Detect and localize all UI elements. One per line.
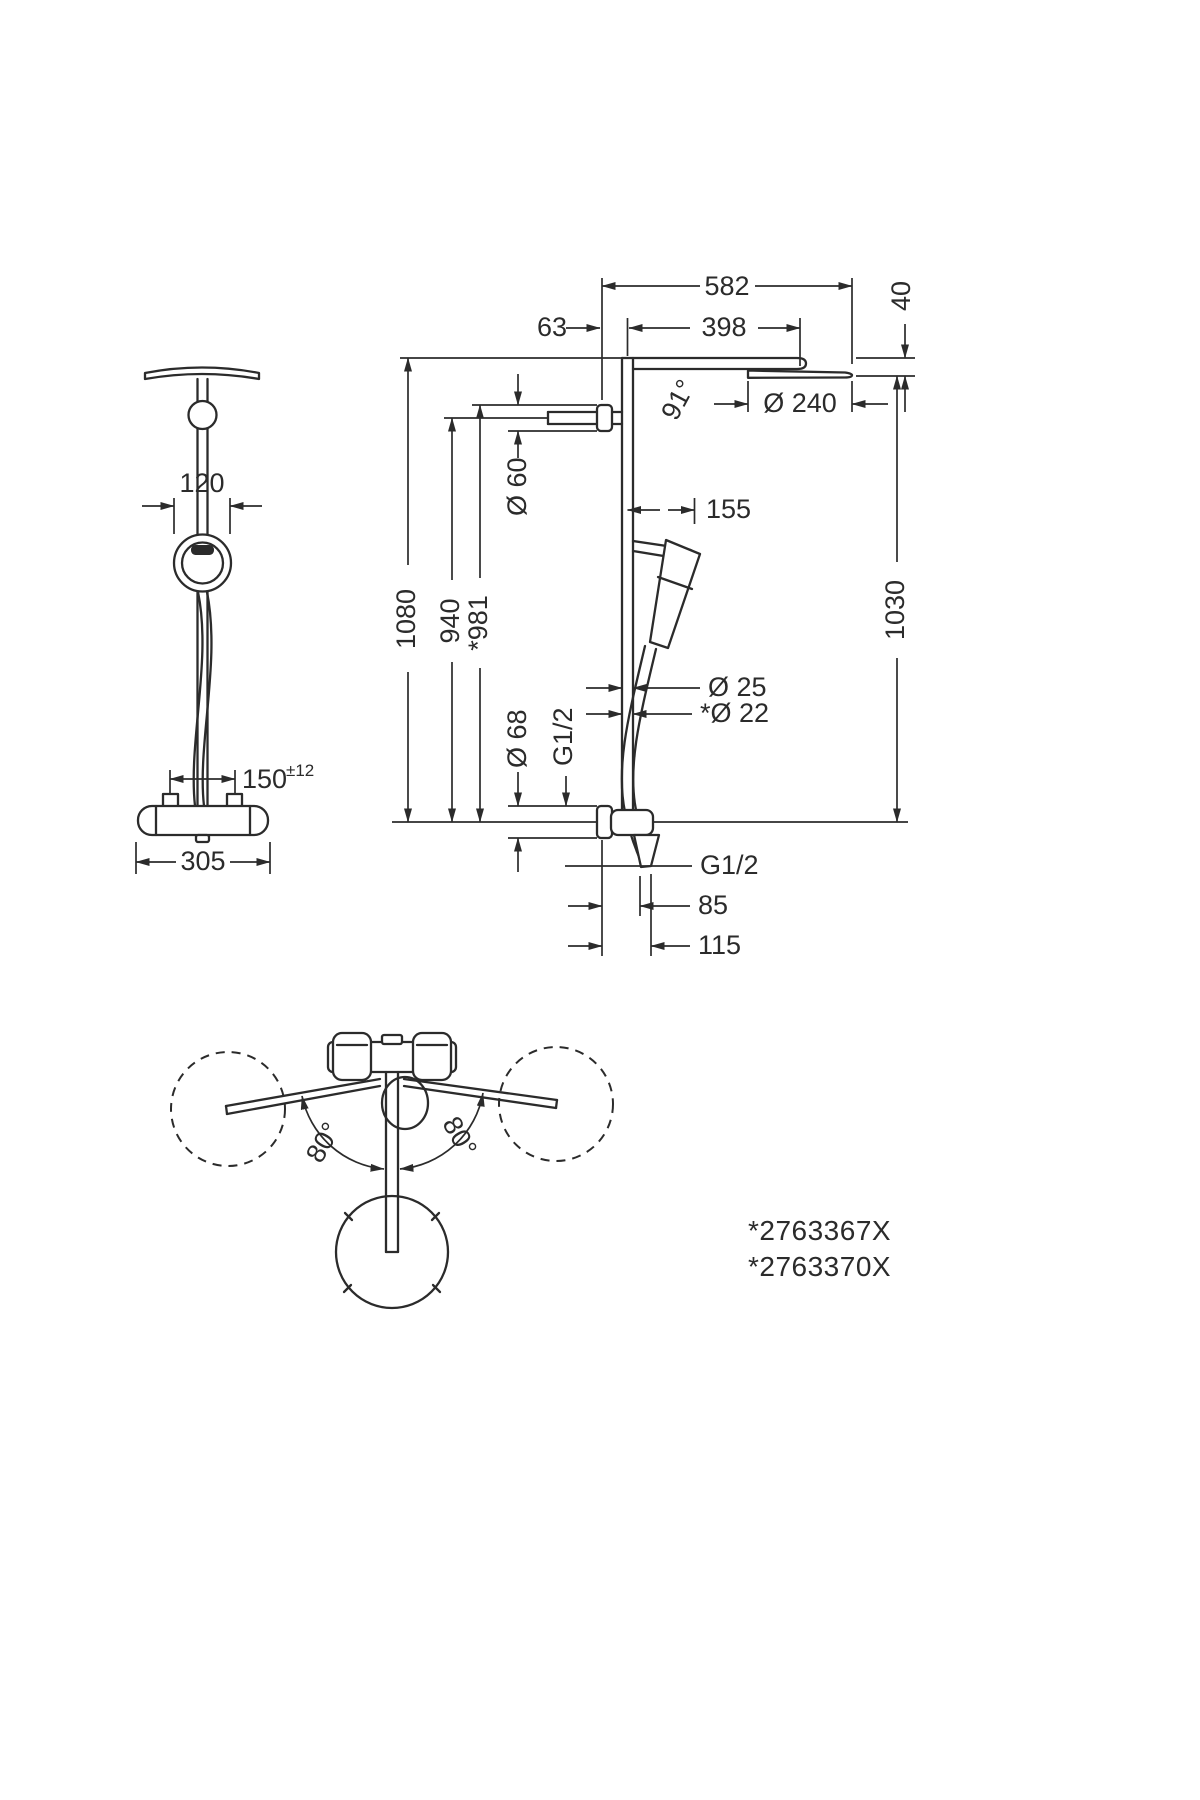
dim-height-total: 1080 xyxy=(391,589,421,649)
dim-handshower-width: 120 xyxy=(179,468,224,498)
dim-valve-width: 305 xyxy=(180,846,225,876)
dim-bracket-diameter: Ø 60 xyxy=(502,457,532,516)
dim-arm-length: 398 xyxy=(701,312,746,342)
dim-height-to-bracket: 940 xyxy=(435,598,465,643)
arm-down xyxy=(384,1070,400,1254)
product-codes: *2763367X *2763370X xyxy=(748,1215,891,1282)
side-view: 582 63 398 40 Ø 240 91° xyxy=(391,271,916,960)
product-code-1: *2763367X xyxy=(748,1215,891,1246)
overhead-shower xyxy=(746,369,854,379)
riser-pipe xyxy=(620,356,635,812)
hose-connector xyxy=(632,833,661,869)
dim-total-projection: 582 xyxy=(704,271,749,301)
product-code-2: *2763370X xyxy=(748,1251,891,1282)
wall-bracket-front xyxy=(187,399,218,431)
handshower-button xyxy=(191,545,214,555)
dim-holder-projection: 155 xyxy=(706,494,751,524)
dim-head-angle: 91° xyxy=(655,375,701,425)
dim-supply-tolerance: ±12 xyxy=(286,761,314,780)
swivel-angle-arcs xyxy=(300,1092,485,1172)
wall-bracket xyxy=(546,403,624,433)
dim-pipe-diameter-alt: *Ø 22 xyxy=(700,698,769,728)
overhead-shower-top xyxy=(334,1194,450,1310)
dim-valve-diameter: Ø 68 xyxy=(502,709,532,768)
hand-shower xyxy=(648,538,702,650)
dim-hose-offset: 115 xyxy=(698,930,741,960)
wall-escutcheon xyxy=(595,403,614,433)
thermostat-valve xyxy=(595,804,661,869)
top-view: 80° 80° xyxy=(170,1031,614,1310)
dim-outlet-offset: 85 xyxy=(698,890,728,920)
dim-thread-hose: G1/2 xyxy=(700,850,759,880)
side-view-drawing xyxy=(546,356,854,869)
wall-escutcheon-top xyxy=(380,1075,430,1131)
front-view-drawing xyxy=(136,366,270,844)
front-view-dimensions: 120 150 ±12 305 xyxy=(135,468,314,876)
dim-swivel-left: 80° xyxy=(300,1117,346,1167)
overhead-shower-front xyxy=(143,366,261,381)
dim-height-alt: *981 xyxy=(463,595,493,651)
dim-wall-to-pipe: 63 xyxy=(537,312,567,342)
hand-shower-front xyxy=(172,533,233,593)
dim-supply-spacing: 150 xyxy=(242,764,287,794)
dim-thread-wall: G1/2 xyxy=(548,707,578,766)
shower-arm xyxy=(620,356,808,371)
dim-pipe-diameter: Ø 25 xyxy=(708,672,767,702)
thermostat-valve-front xyxy=(136,792,270,844)
swivel-arm-left xyxy=(224,1077,382,1116)
swivel-position-right xyxy=(498,1046,614,1162)
dim-head-height: 40 xyxy=(886,281,916,311)
valve-top xyxy=(326,1031,458,1082)
valve-handle-left xyxy=(331,1031,373,1082)
dim-head-diameter: Ø 240 xyxy=(763,388,837,418)
front-view: 120 150 ±12 305 xyxy=(135,366,314,876)
valve-outlet xyxy=(194,833,211,844)
dim-height-head-underside: 1030 xyxy=(880,580,910,640)
swivel-position-left xyxy=(170,1051,286,1167)
valve-handle-right xyxy=(411,1031,453,1082)
